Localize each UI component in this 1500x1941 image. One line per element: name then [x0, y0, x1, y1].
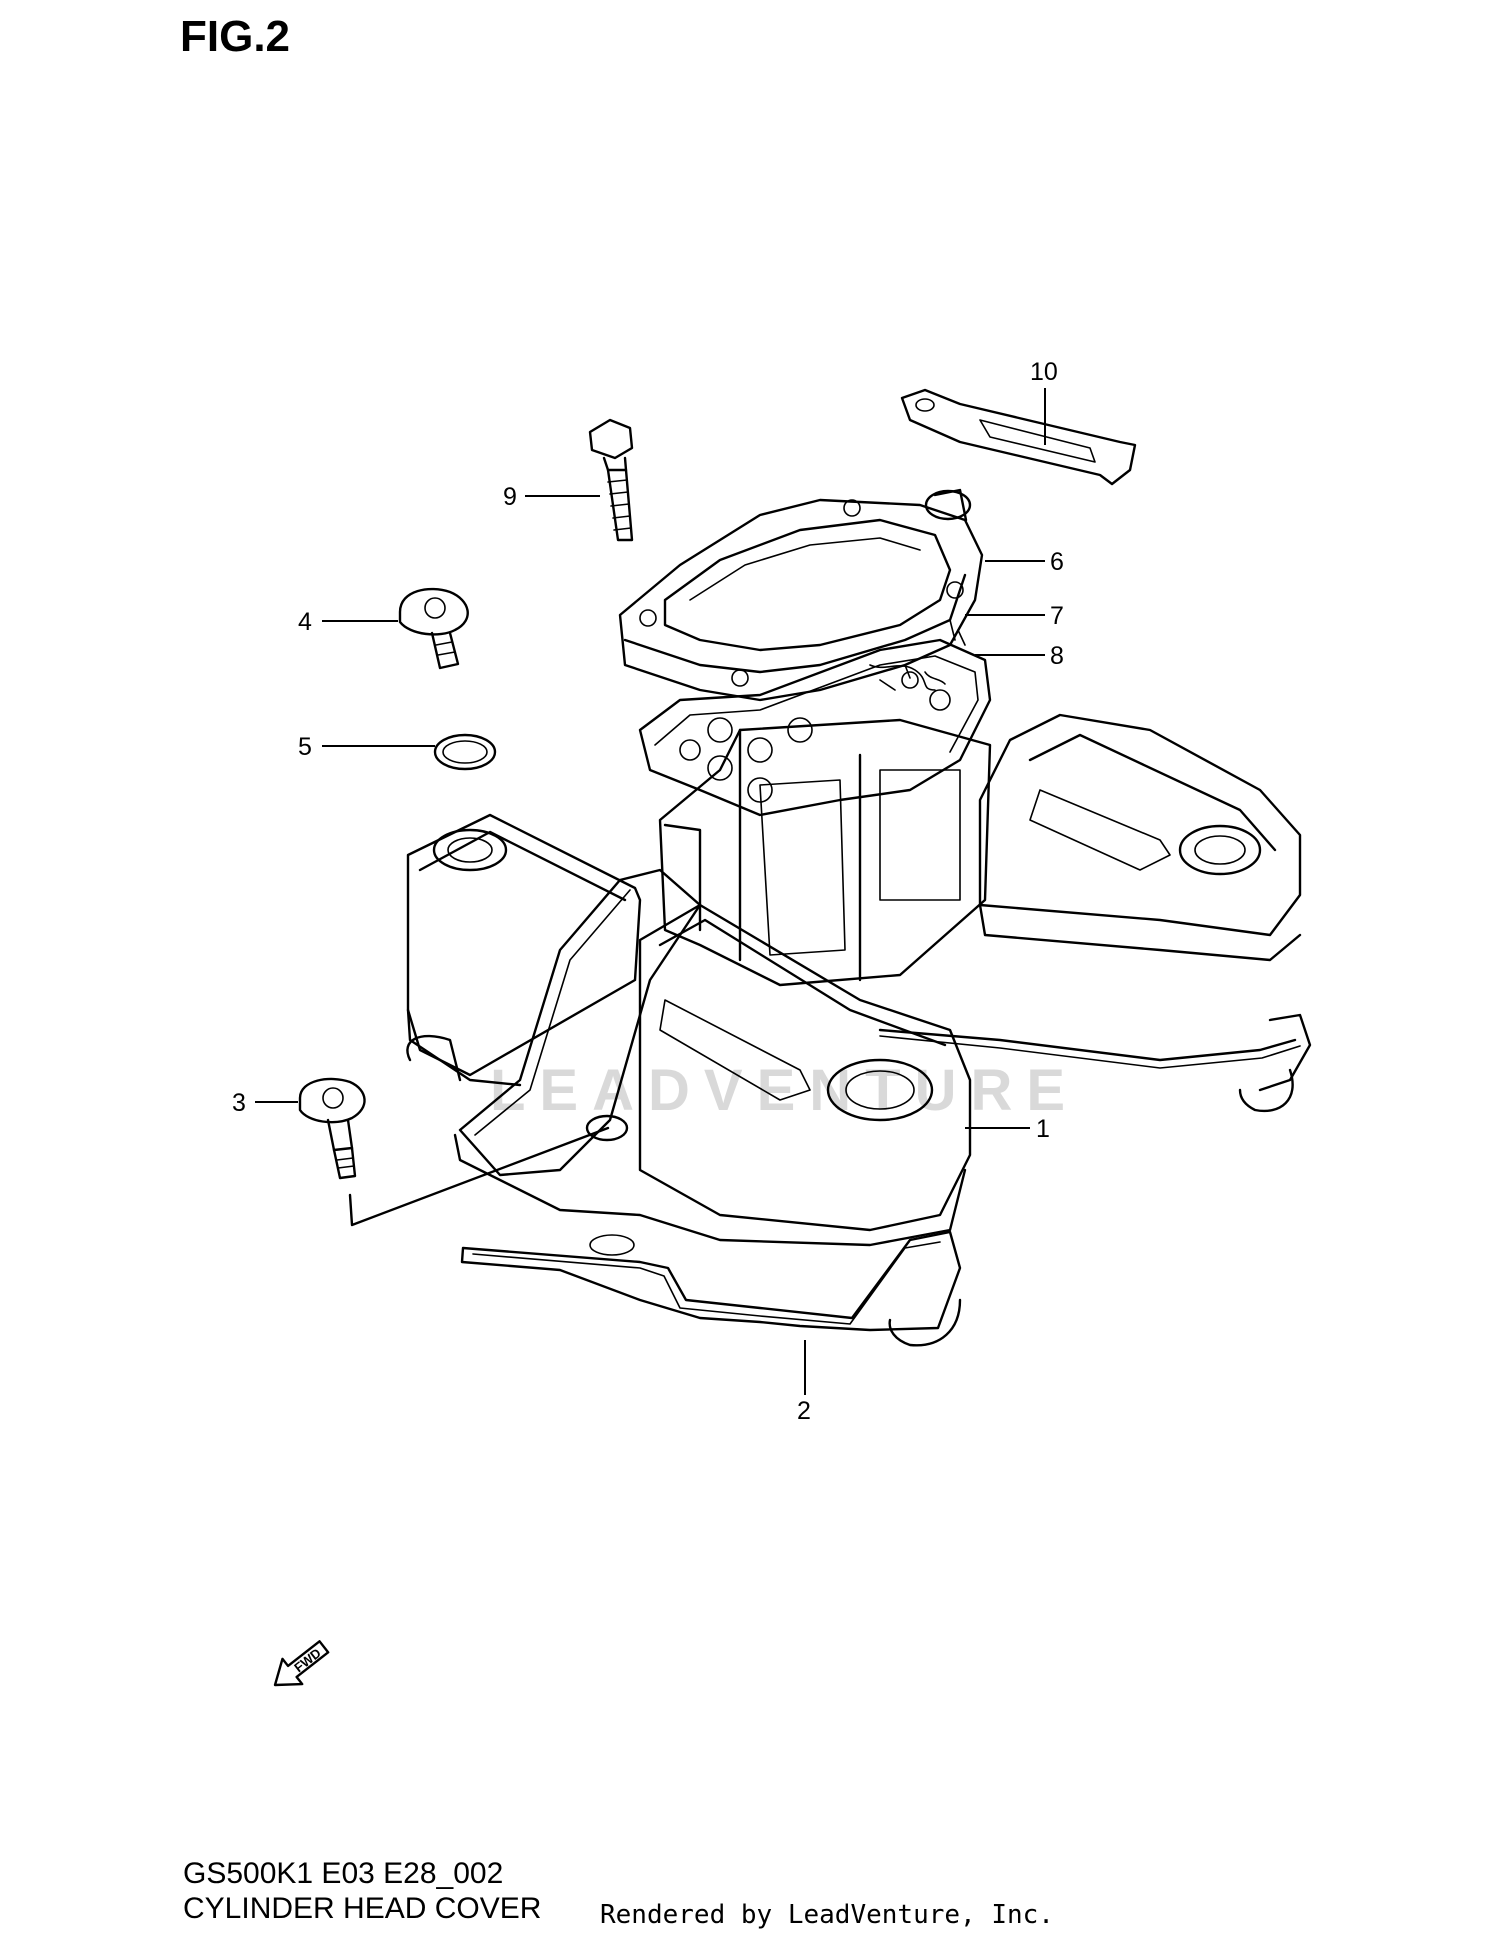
part-4-screw [398, 587, 469, 670]
callout-8: 8 [1050, 642, 1064, 670]
callout-4: 4 [298, 608, 312, 636]
callout-9: 9 [503, 483, 517, 511]
callout-7: 7 [1050, 602, 1064, 630]
callout-10: 10 [1030, 358, 1058, 386]
part-3-screw [298, 1077, 610, 1227]
part-6-breather-cover [618, 488, 984, 702]
fwd-label: FWD [291, 1645, 324, 1675]
figure-title: FIG.2 [180, 12, 291, 61]
leader-lines [255, 388, 1046, 1395]
fwd-arrow-icon: FWD [273, 1640, 330, 1687]
rendered-by-credit: Rendered by LeadVenture, Inc. [600, 1900, 1054, 1930]
callout-3: 3 [232, 1089, 246, 1117]
callout-2: 2 [797, 1397, 811, 1425]
part-5-o-ring [433, 733, 497, 771]
part-8-breather-gasket [638, 638, 992, 817]
watermark-text: LEADVENTURE [490, 1058, 1079, 1123]
callout-5: 5 [298, 733, 312, 761]
part-10-plate [900, 388, 1137, 486]
callout-6: 6 [1050, 548, 1064, 576]
part-1-cylinder-head-cover [406, 713, 1302, 1247]
part-2-gasket [406, 1013, 1312, 1347]
figure-code: GS500K1 E03 E28_002 [183, 1857, 504, 1890]
callout-1: 1 [1036, 1115, 1050, 1143]
part-9-bolt [588, 418, 634, 542]
figure-name: CYLINDER HEAD COVER [183, 1892, 542, 1925]
